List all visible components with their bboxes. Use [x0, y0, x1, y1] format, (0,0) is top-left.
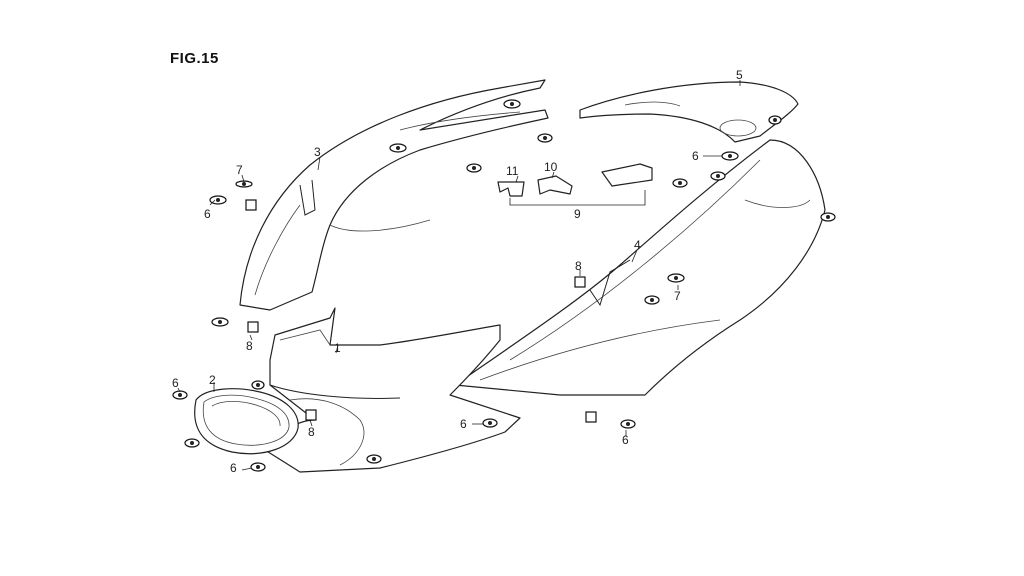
screw-icon — [172, 390, 188, 400]
part-2-lens-ring — [194, 388, 299, 455]
screw-icon — [721, 151, 739, 161]
screw-icon — [184, 438, 200, 448]
figure-title: FIG.15 — [170, 50, 219, 67]
screw-icon — [366, 454, 382, 464]
part-9-bracket-assembly — [497, 163, 653, 206]
part-4-right-side-cover — [454, 139, 826, 396]
callout-8: 8 — [246, 339, 253, 353]
screw-icon — [820, 212, 836, 222]
callout-11: 11 — [506, 164, 519, 178]
screw-icon — [251, 380, 265, 390]
callout-2: 2 — [209, 373, 216, 387]
callout-8: 8 — [308, 425, 315, 439]
screw-icon — [620, 419, 636, 429]
callout-6: 6 — [172, 376, 179, 390]
callout-6: 6 — [692, 149, 699, 163]
leader-lines — [177, 80, 741, 471]
screw-icon — [209, 195, 227, 205]
callout-6: 6 — [622, 433, 629, 447]
screw-icon — [667, 273, 685, 283]
fasteners — [172, 99, 836, 472]
screw-icon — [466, 163, 482, 173]
part-3-left-side-cover — [239, 79, 549, 311]
callout-7: 7 — [674, 289, 681, 303]
screw-icon — [503, 99, 521, 109]
clip-nut-icon — [585, 411, 597, 423]
screw-icon — [389, 143, 407, 153]
screw-icon — [211, 317, 229, 327]
callout-5: 5 — [736, 68, 743, 82]
clip-nut-icon — [305, 409, 317, 421]
callout-6: 6 — [460, 417, 467, 431]
part-5-upper-rear-cover — [579, 81, 799, 143]
callout-9: 9 — [574, 207, 581, 221]
callout-4: 4 — [634, 238, 641, 252]
callout-1: 1 — [334, 341, 341, 355]
screw-icon — [250, 462, 266, 472]
screw-icon — [537, 133, 553, 143]
callout-7: 7 — [236, 163, 243, 177]
callout-3: 3 — [314, 145, 321, 159]
part-1-front-lower-cover — [264, 307, 521, 473]
clip-nut-icon — [245, 199, 257, 211]
screw-icon — [710, 171, 726, 181]
screw-icon — [768, 115, 782, 125]
screw-icon — [672, 178, 688, 188]
callout-6: 6 — [204, 207, 211, 221]
callout-8: 8 — [575, 259, 582, 273]
screw-icon — [644, 295, 660, 305]
clip-nut-icon — [574, 276, 586, 288]
callout-10: 10 — [544, 160, 558, 174]
clip-nut-icon — [247, 321, 259, 333]
callout-6: 6 — [230, 461, 237, 475]
screw-icon — [482, 418, 498, 428]
